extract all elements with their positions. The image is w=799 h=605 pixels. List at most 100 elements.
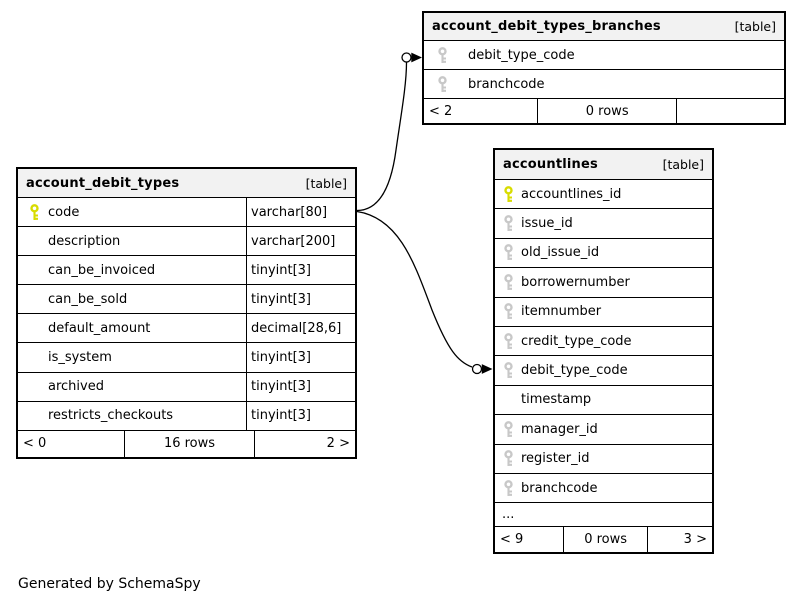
foreign-key-icon bbox=[424, 46, 468, 64]
column-row-branchcode: branchcode bbox=[495, 473, 712, 504]
column-row-debit_type_code: debit_type_code bbox=[424, 41, 784, 70]
foreign-key-icon bbox=[495, 332, 521, 350]
generated-by-note: Generated by SchemaSpy bbox=[18, 576, 201, 592]
column-name: issue_id bbox=[521, 216, 573, 232]
table-account_debit_types: account_debit_types [table] code varchar[… bbox=[16, 167, 357, 459]
out-degree-cell: 2 > bbox=[253, 430, 355, 457]
column-name: code bbox=[48, 204, 80, 220]
column-name: archived bbox=[48, 379, 104, 395]
column-row-timestamp: timestamp bbox=[495, 385, 712, 416]
column-name: restricts_checkouts bbox=[48, 408, 174, 424]
primary-key-icon bbox=[18, 203, 48, 221]
column-name: debit_type_code bbox=[521, 363, 628, 379]
column-row-debit_type_code: debit_type_code bbox=[495, 356, 712, 386]
primary-key-icon bbox=[495, 185, 521, 203]
in-degree-cell: < 0 bbox=[23, 436, 47, 452]
column-name: accountlines_id bbox=[521, 186, 622, 202]
table-title[interactable]: accountlines bbox=[503, 157, 598, 172]
row-count-cell: 0 rows bbox=[563, 527, 647, 553]
table-footer: < 9 0 rows 3 > bbox=[495, 527, 712, 553]
fk-edge-to-accountlines bbox=[356, 210, 473, 368]
column-row-is_system: is_system tinyint[3] bbox=[18, 343, 355, 373]
out-degree-cell: 3 > bbox=[646, 527, 712, 553]
foreign-key-icon bbox=[495, 479, 521, 497]
column-name: branchcode bbox=[521, 480, 598, 496]
table-header: account_debit_types [table] bbox=[18, 169, 355, 198]
foreign-key-icon bbox=[495, 273, 521, 291]
connector-circle-branches bbox=[401, 52, 412, 63]
arrowhead-accountlines bbox=[481, 364, 493, 374]
table-tag: [table] bbox=[662, 157, 704, 172]
row-count-cell: 0 rows bbox=[537, 99, 676, 123]
column-name: branchcode bbox=[468, 76, 545, 92]
column-row-manager_id: manager_id bbox=[495, 415, 712, 445]
column-name: manager_id bbox=[521, 421, 598, 437]
column-row-register_id: register_id bbox=[495, 444, 712, 474]
in-degree-cell: < 9 bbox=[500, 532, 524, 548]
column-row-default_amount: default_amount decimal[28,6] bbox=[18, 314, 355, 344]
column-type: tinyint[3] bbox=[246, 343, 355, 372]
foreign-key-icon bbox=[495, 362, 521, 379]
column-type: tinyint[3] bbox=[246, 401, 355, 430]
column-name: debit_type_code bbox=[468, 47, 575, 63]
table-title[interactable]: account_debit_types_branches bbox=[432, 19, 661, 34]
column-row-credit_type_code: credit_type_code bbox=[495, 326, 712, 357]
column-row-can_be_sold: can_be_sold tinyint[3] bbox=[18, 285, 355, 315]
column-name: description bbox=[48, 233, 121, 249]
table-account_debit_types_branches: account_debit_types_branches [table] deb… bbox=[422, 11, 786, 125]
arrowhead-branches bbox=[411, 52, 422, 63]
column-type: tinyint[3] bbox=[246, 285, 355, 314]
foreign-key-icon bbox=[495, 215, 521, 232]
truncated-columns-row: ... bbox=[495, 503, 712, 528]
foreign-key-icon bbox=[495, 450, 521, 467]
row-count-cell: 16 rows bbox=[124, 430, 254, 457]
column-type: tinyint[3] bbox=[246, 372, 355, 401]
foreign-key-icon bbox=[495, 303, 521, 320]
column-row-old_issue_id: old_issue_id bbox=[495, 238, 712, 269]
in-degree-cell: < 2 bbox=[429, 103, 453, 119]
column-row-description: description varchar[200] bbox=[18, 227, 355, 257]
column-name: itemnumber bbox=[521, 304, 602, 320]
column-row-archived: archived tinyint[3] bbox=[18, 372, 355, 402]
table-header: accountlines [table] bbox=[495, 150, 712, 180]
column-row-itemnumber: itemnumber bbox=[495, 297, 712, 327]
column-row-issue_id: issue_id bbox=[495, 209, 712, 239]
column-type: tinyint[3] bbox=[246, 256, 355, 285]
table-tag: [table] bbox=[305, 175, 347, 191]
column-name: can_be_sold bbox=[48, 291, 128, 307]
foreign-key-icon bbox=[495, 420, 521, 438]
foreign-key-icon bbox=[424, 75, 468, 93]
table-footer: < 2 0 rows bbox=[424, 99, 784, 123]
column-row-can_be_invoiced: can_be_invoiced tinyint[3] bbox=[18, 256, 355, 286]
fk-edge-to-branches bbox=[356, 62, 408, 212]
column-type: decimal[28,6] bbox=[246, 314, 355, 343]
foreign-key-icon bbox=[495, 244, 521, 261]
column-row-restricts_checkouts: restricts_checkouts tinyint[3] bbox=[18, 401, 355, 431]
column-name: timestamp bbox=[521, 392, 592, 408]
column-row-branchcode: branchcode bbox=[424, 70, 784, 99]
column-name: old_issue_id bbox=[521, 245, 600, 261]
table-footer: < 0 16 rows 2 > bbox=[18, 430, 355, 457]
table-tag: [table] bbox=[734, 19, 776, 34]
column-name: register_id bbox=[521, 451, 590, 467]
column-row-code: code varchar[80] bbox=[18, 198, 355, 228]
column-name: is_system bbox=[48, 350, 112, 366]
column-row-accountlines_id: accountlines_id bbox=[495, 180, 712, 210]
ellipsis-text: ... bbox=[502, 507, 515, 523]
table-title[interactable]: account_debit_types bbox=[26, 175, 180, 191]
column-row-borrowernumber: borrowernumber bbox=[495, 268, 712, 298]
column-type: varchar[80] bbox=[246, 198, 355, 227]
table-columns: debit_type_code branchcode bbox=[424, 41, 784, 99]
table-header: account_debit_types_branches [table] bbox=[424, 13, 784, 41]
column-name: borrowernumber bbox=[521, 274, 630, 290]
column-name: can_be_invoiced bbox=[48, 262, 156, 278]
connector-circle-accountlines bbox=[471, 363, 483, 375]
column-name: credit_type_code bbox=[521, 333, 632, 349]
out-degree-cell bbox=[675, 99, 784, 123]
column-name: default_amount bbox=[48, 320, 151, 336]
column-type: varchar[200] bbox=[246, 227, 355, 256]
